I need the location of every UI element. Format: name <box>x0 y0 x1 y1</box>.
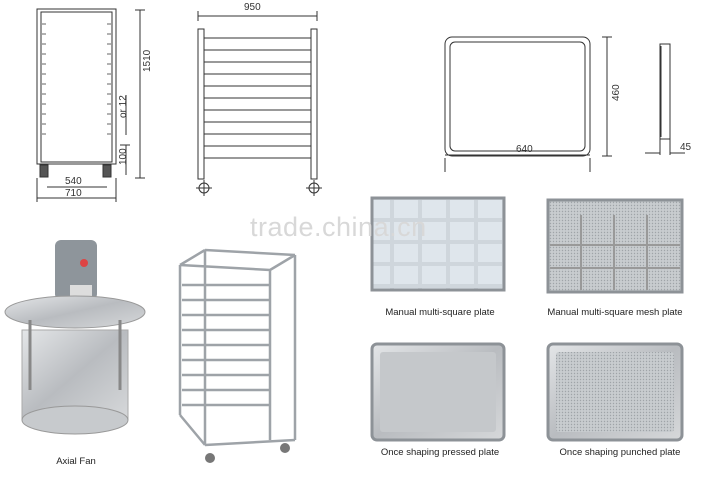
dim-bottom: 100 <box>118 148 129 165</box>
tray-top-drawing <box>444 36 612 172</box>
tray-side-drawing <box>645 43 685 155</box>
pressed-plate-photo <box>370 342 506 442</box>
cart-front-drawing <box>36 8 145 202</box>
multi-square-plate-photo <box>370 196 506 292</box>
caption-axial-fan: Axial Fan <box>56 456 96 467</box>
axial-fan-photo <box>4 240 146 435</box>
caption-punched-plate: Once shaping punched plate <box>559 447 681 458</box>
caption-multi-square-plate: Manual multi-square plate <box>385 307 495 318</box>
dim-inner-width: 540 <box>65 176 82 187</box>
caption-pressed-plate: Once shaping pressed plate <box>380 447 500 458</box>
dim-side-width: 950 <box>244 2 261 13</box>
punched-plate-photo <box>546 342 684 442</box>
dim-shelf-pitch: or 12 <box>118 95 129 118</box>
caption-multi-square-mesh-plate: Manual multi-square mesh plate <box>547 307 683 318</box>
tray-rack-photo <box>178 248 297 463</box>
cart-side-drawing <box>196 11 322 196</box>
dim-tray-height: 460 <box>611 84 622 101</box>
multi-square-mesh-plate-photo <box>546 198 684 294</box>
dim-tray-thickness: 45 <box>680 142 692 153</box>
dim-tray-width: 640 <box>516 144 533 155</box>
dim-height: 1510 <box>142 49 153 72</box>
dim-outer-width: 710 <box>65 188 82 199</box>
watermark: trade.china.cn <box>250 212 427 242</box>
